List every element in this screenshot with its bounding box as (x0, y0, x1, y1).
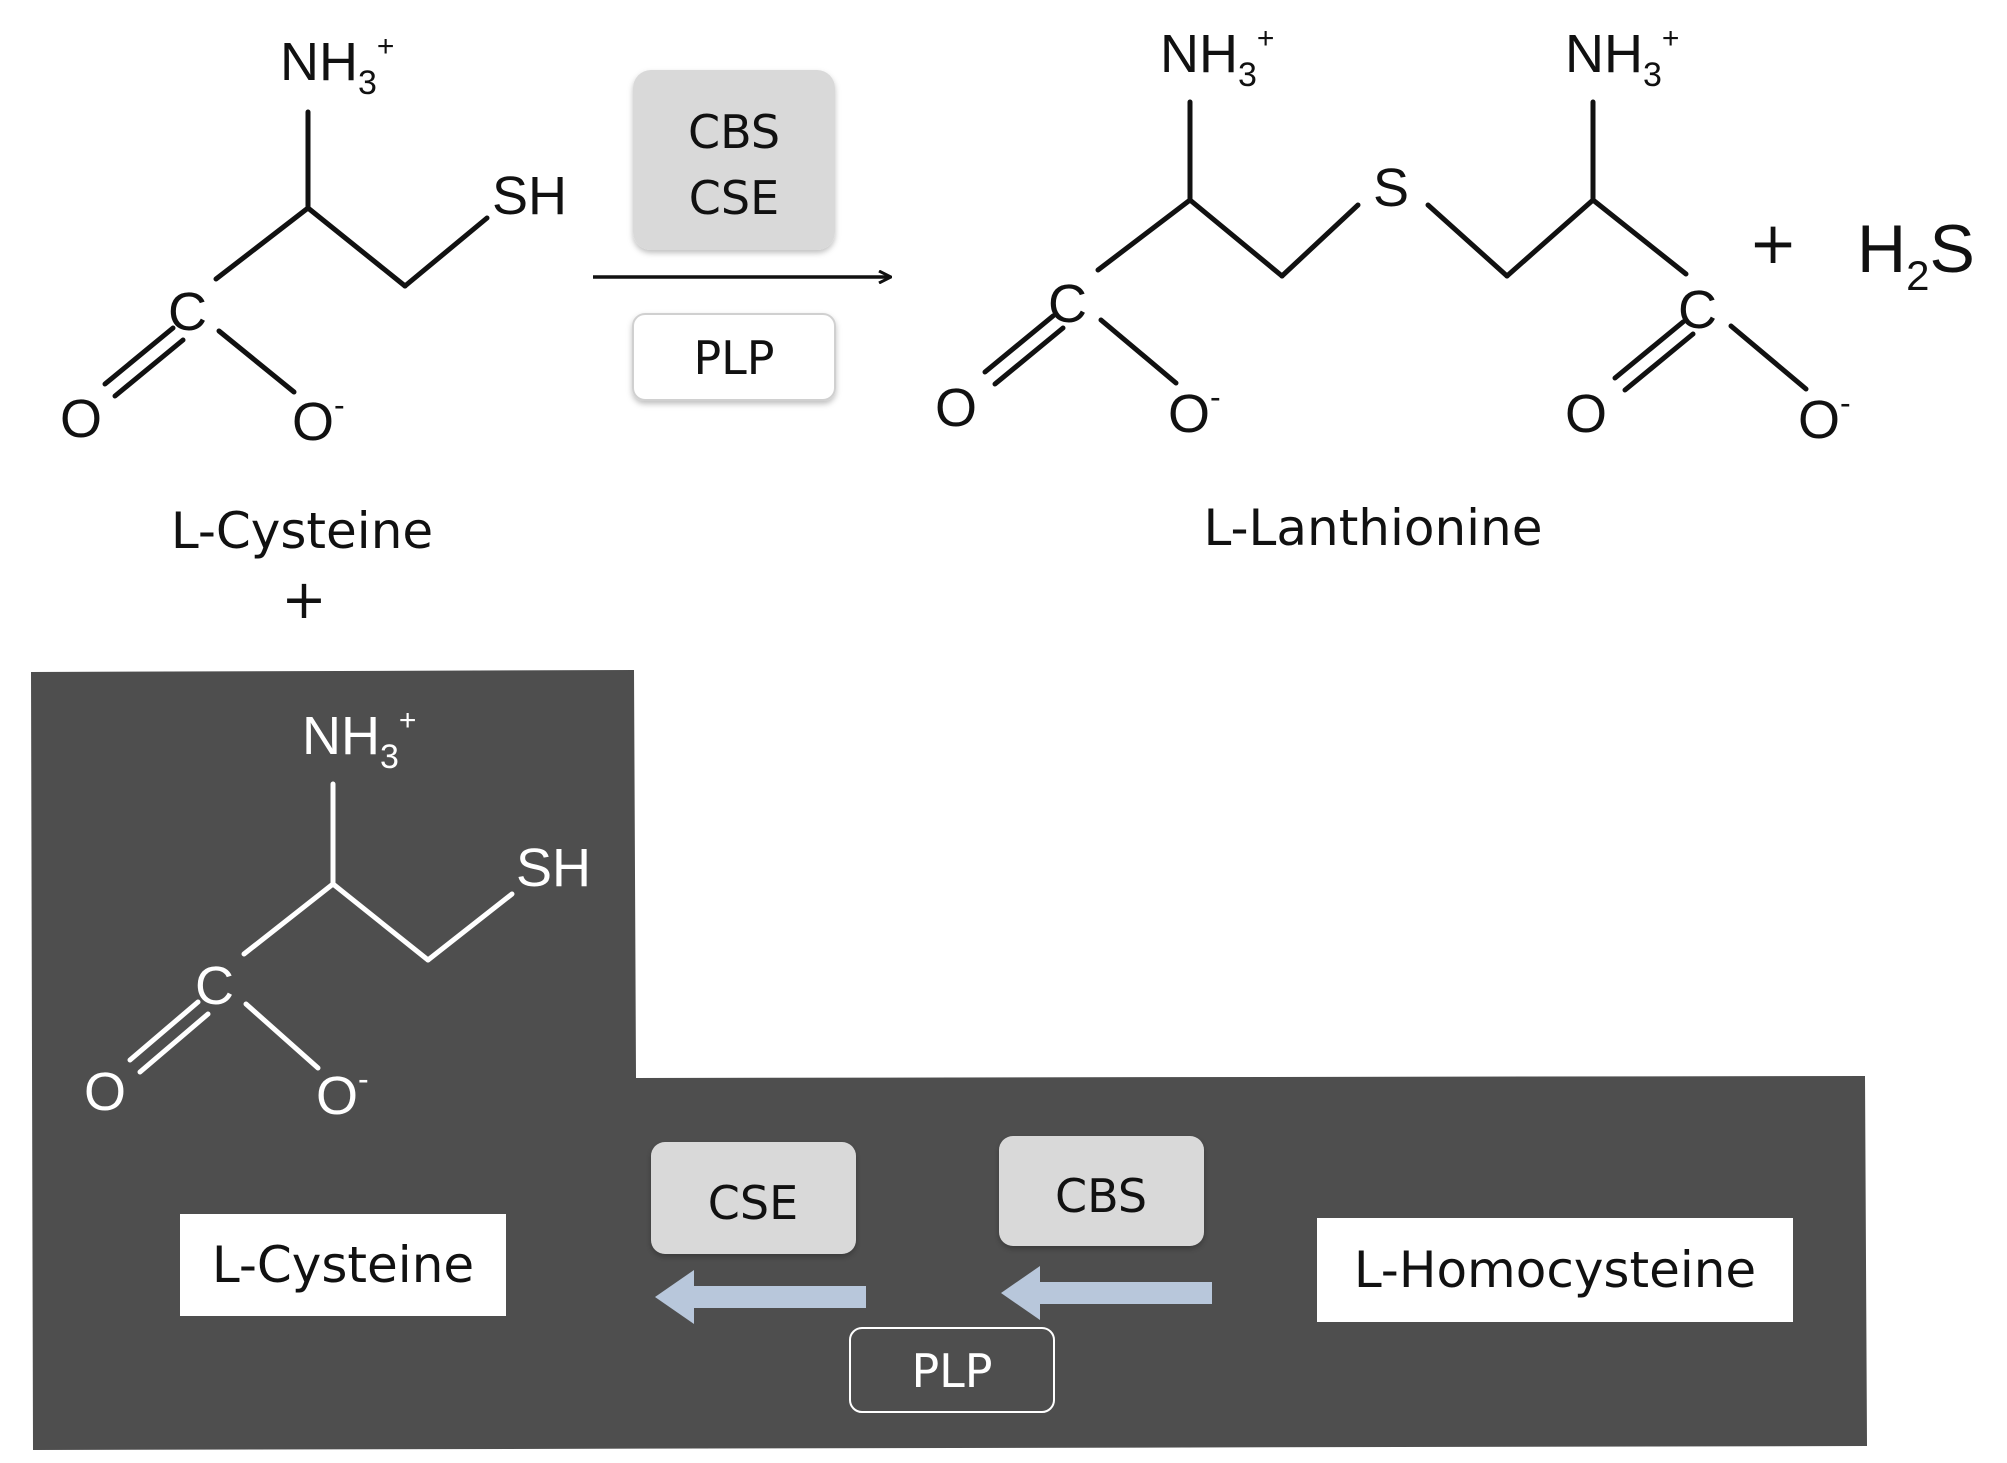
bond-c-o-double-left-1 (982, 313, 1056, 375)
cysteine-top-carbon: C (168, 282, 207, 342)
arrow-to-cystathionine (1001, 1266, 1212, 1320)
arrow-shaft-right (1040, 1282, 1212, 1304)
lanthionine-name: L-Lanthionine (1203, 499, 1542, 557)
cysteine-label-box (180, 1214, 506, 1316)
bond-cb-s (402, 215, 490, 289)
arrow-to-cysteine (655, 1270, 866, 1324)
bond-c-o-double-right-2 (1622, 331, 1696, 393)
bond-cb-s-panel (425, 891, 515, 963)
cysteine-panel-carboxylate: O- (316, 1061, 369, 1126)
cysteine-panel-label: L-Cysteine (212, 1236, 474, 1294)
bond-cb-s-left (1279, 202, 1361, 279)
lanthionine-ammonium-right: NH3+ (1565, 22, 1679, 94)
lanthionine-carbon-left: C (1048, 274, 1087, 334)
cysteine-panel-thiol: SH (516, 838, 591, 898)
enzyme-box-cbs (999, 1136, 1204, 1246)
cysteine-panel-carbon: C (195, 956, 234, 1016)
lanthionine-structure (982, 99, 1809, 393)
lanthionine-carbon-right: C (1678, 280, 1717, 340)
cofactor-plp-top: PLP (693, 331, 774, 385)
plus-below-reactant: + (281, 568, 326, 631)
enzyme-cbs-panel: CBS (1055, 1169, 1147, 1223)
lanthionine-carboxylate-left: O- (1168, 379, 1221, 444)
lanthionine-oxygen-right: O (1565, 384, 1607, 444)
hydrogen-sulfide: H2S (1857, 211, 1975, 299)
enzyme-cse-top: CSE (689, 171, 779, 225)
cysteine-structure-panel (127, 781, 515, 1075)
enzyme-box-cse (651, 1142, 856, 1254)
arrow-head-left (655, 1270, 694, 1324)
bond-ca-c-panel (241, 881, 336, 957)
cysteine-top-name: L-Cysteine (171, 502, 433, 560)
enzyme-cbs-top: CBS (688, 105, 780, 159)
lanthionine-sulfur: S (1373, 158, 1409, 218)
cofactor-box-panel (849, 1327, 1055, 1413)
bond-c-o-double-2 (112, 337, 186, 399)
bond-ca-c-left (1095, 197, 1193, 273)
cysteine-structure-top (102, 109, 490, 399)
cofactor-plp-panel: PLP (911, 1344, 992, 1398)
bond-c-o-double-panel-2 (137, 1011, 211, 1075)
lanthionine-oxygen-left: O (935, 378, 977, 438)
arrow-shaft-left (694, 1286, 866, 1308)
cysteine-top-oxygen: O (60, 389, 102, 449)
bond-s-cb-right (1425, 202, 1510, 279)
cysteine-top-carboxylate: O- (292, 387, 345, 452)
lanthionine-carboxylate-right: O- (1798, 385, 1851, 450)
homocysteine-label-box (1317, 1218, 1793, 1322)
arrow-head-right (1001, 1266, 1040, 1320)
bond-c-o-double-left-2 (992, 325, 1066, 387)
cysteine-top-thiol: SH (492, 166, 567, 226)
enzyme-box-top (633, 70, 835, 250)
bond-ca-cb-panel (330, 881, 431, 963)
cysteine-panel-ammonium: NH3+ (302, 704, 416, 776)
bond-c-o-single-panel (243, 1001, 321, 1071)
cysteine-panel-oxygen: O (84, 1062, 126, 1122)
bond-c-o-single-left (1098, 317, 1179, 386)
cysteine-top-ammonium: NH3+ (280, 30, 394, 102)
lanthionine-ammonium-left: NH3+ (1160, 22, 1274, 94)
bond-ca-cb (305, 205, 408, 289)
enzyme-cse-panel: CSE (708, 1176, 798, 1230)
bond-ca-c (213, 205, 311, 282)
bond-c-o-double-right-1 (1612, 319, 1686, 381)
bond-c-o-double-1 (102, 325, 176, 387)
bond-c-o-double-panel-1 (127, 999, 201, 1063)
bond-ca-cb-left (1187, 197, 1285, 279)
bond-c-o-single-right (1728, 323, 1809, 392)
homocysteine-label: L-Homocysteine (1354, 1241, 1756, 1299)
plus-sign: + (1749, 209, 1798, 277)
bond-ca-c-right (1590, 197, 1689, 277)
bond-cb-ca-right (1504, 197, 1596, 279)
cofactor-box-top (632, 313, 836, 401)
bond-c-o-single (216, 328, 297, 395)
